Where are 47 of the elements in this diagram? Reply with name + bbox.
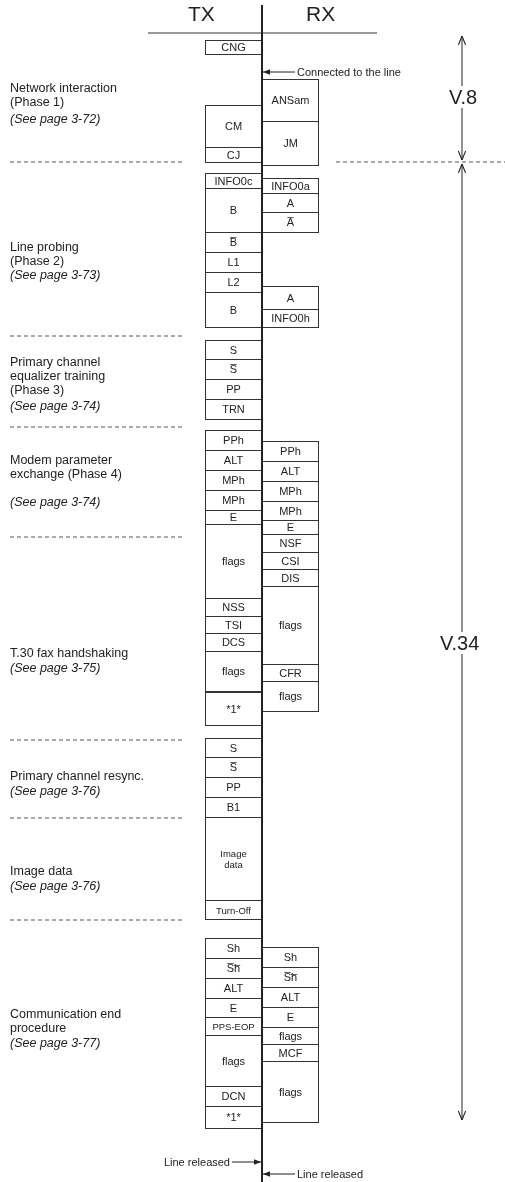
signal-box: CM bbox=[205, 105, 262, 148]
page-reference: (See page 3-75) bbox=[10, 661, 101, 675]
phase-label: Network interaction (Phase 1) bbox=[10, 81, 118, 109]
phase-label: Image data bbox=[10, 864, 74, 878]
phase-label: Communication end procedure bbox=[10, 1007, 123, 1035]
page-reference: (See page 3-73) bbox=[10, 268, 101, 282]
page-reference: (See page 3-74) bbox=[10, 399, 101, 413]
signal-box: flags bbox=[262, 1061, 319, 1123]
signal-box: INFO0c bbox=[205, 173, 262, 189]
protocol-label: V.34 bbox=[440, 632, 480, 654]
page-reference: (See page 3-77) bbox=[10, 1036, 101, 1050]
signal-box: *1* bbox=[205, 1106, 262, 1129]
annotation-text: Connected to the line bbox=[297, 66, 401, 78]
page-reference: (See page 3-76) bbox=[10, 784, 101, 798]
signal-box: B bbox=[205, 292, 262, 328]
signal-box: flags bbox=[262, 681, 319, 712]
signal-box: TRN bbox=[205, 399, 262, 420]
page-reference: (See page 3-72) bbox=[10, 112, 101, 126]
column-heading: TX bbox=[188, 2, 215, 26]
signal-box: CJ bbox=[205, 147, 262, 163]
phase-label: Primary channel resync. bbox=[10, 769, 146, 783]
page-reference: (See page 3-74) bbox=[10, 495, 101, 509]
column-heading: RX bbox=[306, 2, 336, 26]
signal-box: Turn-Off bbox=[205, 900, 262, 920]
page-reference: (See page 3-76) bbox=[10, 879, 101, 893]
arrow bbox=[231, 1159, 262, 1165]
signal-box: S bbox=[205, 738, 262, 758]
signal-box: INFO0a bbox=[262, 178, 319, 194]
annotation-text: Line released bbox=[297, 1168, 364, 1180]
arrow bbox=[262, 69, 296, 75]
signal-box: A bbox=[262, 286, 319, 310]
signal-box: A̅ bbox=[262, 212, 319, 233]
signal-box: INFO0h bbox=[262, 309, 319, 328]
signal-box: CNG bbox=[205, 40, 262, 55]
phase-label: T.30 fax handshaking bbox=[10, 646, 130, 660]
signal-box: S bbox=[205, 340, 262, 360]
signal-box: JM bbox=[262, 121, 319, 166]
signal-box: *1* bbox=[205, 692, 262, 726]
phase-label: Modem parameter exchange (Phase 4) bbox=[10, 453, 123, 481]
arrow bbox=[262, 1171, 296, 1177]
signal-box: ANSam bbox=[262, 79, 319, 122]
protocol-label: V.8 bbox=[449, 86, 478, 108]
phase-label: Line probing (Phase 2) bbox=[10, 240, 80, 268]
phase-label: Primary channel equalizer training (Phase 3) bbox=[10, 355, 107, 397]
line-bar bbox=[261, 5, 263, 1182]
signal-box: flags bbox=[205, 651, 262, 692]
annotation-text: Line released bbox=[163, 1156, 230, 1168]
